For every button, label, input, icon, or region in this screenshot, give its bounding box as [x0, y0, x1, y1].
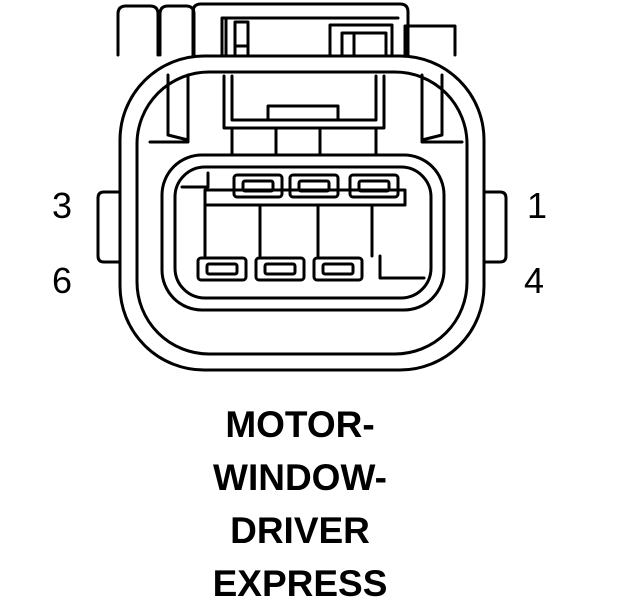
caption-line-4: EXPRESS: [212, 563, 388, 604]
pin-label-3: 3: [52, 185, 73, 226]
caption-line-1: MOTOR-: [225, 404, 375, 445]
terminal-pin-2: [288, 173, 340, 199]
terminal-pin-3: [232, 173, 284, 199]
terminal-pin-6: [196, 256, 248, 282]
terminal-row-bottom: [196, 256, 364, 282]
caption-line-3: DRIVER: [230, 510, 370, 551]
side-locking-ears: [96, 190, 508, 264]
terminal-pin-1: [348, 173, 400, 199]
pin-label-1: 1: [527, 185, 548, 226]
terminal-pin-4: [312, 256, 364, 282]
top-latch-clips: [116, 2, 457, 58]
terminal-row-top: [232, 173, 400, 199]
pin-label-4: 4: [524, 260, 545, 301]
latch-channel: [148, 73, 464, 157]
connector-caption: MOTOR- WINDOW- DRIVER EXPRESS: [0, 398, 600, 610]
pin-label-6: 6: [52, 260, 73, 301]
terminal-pin-5: [254, 256, 306, 282]
caption-line-2: WINDOW-: [213, 457, 387, 498]
connector-outer-shell: [118, 54, 486, 372]
terminal-cavity: [160, 153, 446, 312]
